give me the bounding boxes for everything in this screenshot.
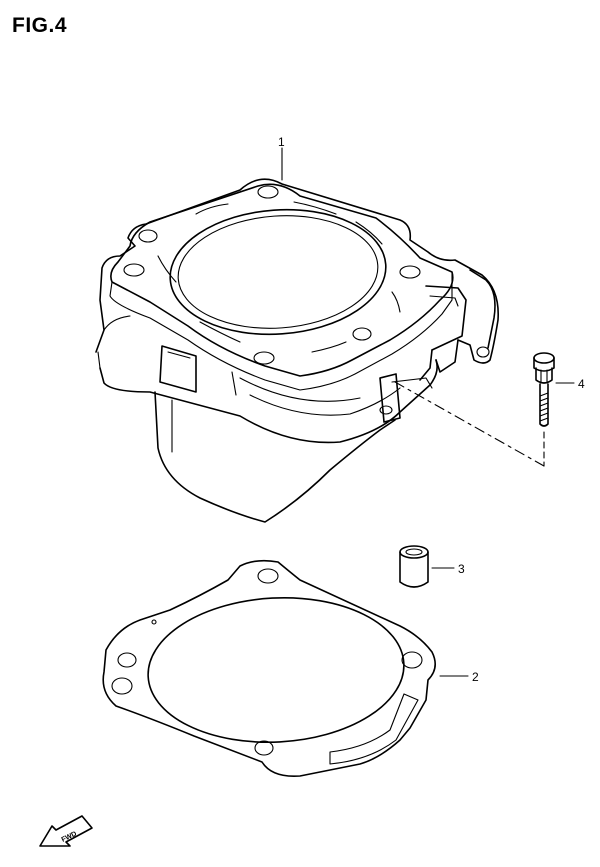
callout-1-label: 1 (278, 135, 285, 149)
dowel-pin-part[interactable] (399, 545, 455, 588)
callout-2-label: 2 (472, 670, 479, 684)
callout-4-label: 4 (578, 377, 585, 391)
figure-title: FIG.4 (12, 14, 68, 37)
bolt-part[interactable] (394, 352, 575, 467)
cylinder-part[interactable] (95, 147, 499, 523)
forward-direction-arrow: FWD (39, 815, 93, 847)
callout-3-label: 3 (458, 562, 465, 576)
base-gasket-part[interactable] (102, 559, 469, 778)
